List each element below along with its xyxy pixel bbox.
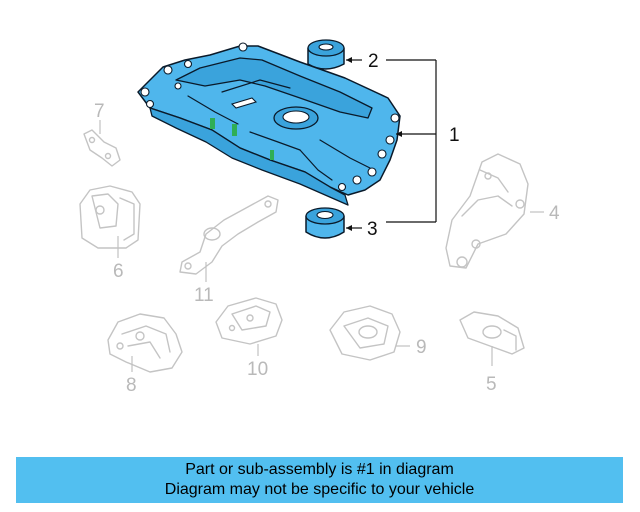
callout-7: 7 <box>94 101 105 122</box>
ghost-part-7 <box>83 120 121 167</box>
notice-line-2: Diagram may not be specific to your vehi… <box>164 481 475 498</box>
subframe-part-1[interactable] <box>137 42 401 206</box>
ghost-part-6 <box>79 185 141 258</box>
callout-4: 4 <box>549 203 560 224</box>
ghost-part-8 <box>107 313 183 373</box>
callout-leaders-dark <box>346 57 437 231</box>
callout-2: 2 <box>368 51 379 72</box>
callout-11: 11 <box>194 285 214 306</box>
parts-diagram: 1 2 3 4 5 6 7 8 9 10 11 <box>79 39 560 396</box>
bushing-part-2[interactable] <box>307 39 345 70</box>
ghost-part-11 <box>179 195 279 282</box>
callout-6: 6 <box>113 261 124 282</box>
ghost-part-9 <box>329 305 410 361</box>
bushing-part-3[interactable] <box>305 207 345 239</box>
callout-1: 1 <box>449 125 460 146</box>
ghost-part-4 <box>445 153 544 269</box>
callout-9: 9 <box>416 337 427 358</box>
ghost-part-5 <box>459 311 525 366</box>
notice-line-1: Part or sub-assembly is #1 in diagram <box>185 461 454 478</box>
callout-5: 5 <box>486 374 497 395</box>
callout-3: 3 <box>367 219 378 240</box>
callout-8: 8 <box>126 375 137 396</box>
diagram-notice-banner: Part or sub-assembly is #1 in diagram Di… <box>16 457 623 503</box>
ghost-part-10 <box>215 297 283 356</box>
callout-10: 10 <box>247 359 268 380</box>
